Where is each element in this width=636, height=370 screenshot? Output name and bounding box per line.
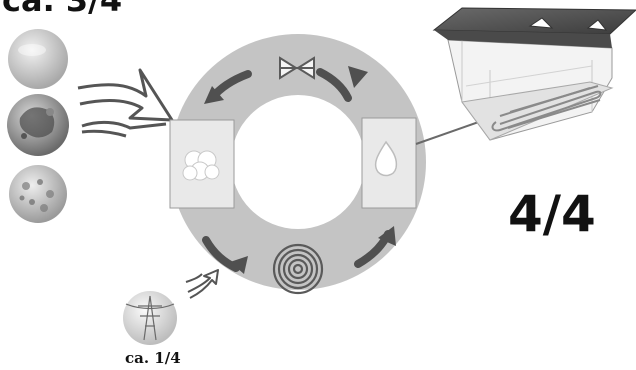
power-pylon-sphere-icon	[123, 291, 177, 345]
fraction-label-power: ca. 1/4	[125, 349, 181, 367]
house-underfloor-heating-icon	[432, 7, 636, 141]
fraction-label-sources: ca. 3/4	[2, 0, 122, 19]
flow-arrow-heads	[204, 66, 396, 274]
ground-soil-sphere-icon	[7, 94, 69, 156]
condenser-drop-icon	[374, 140, 398, 177]
evaporator-panel	[169, 119, 235, 209]
fraction-label-heat-output: 4/4	[508, 185, 596, 243]
compressor-spiral-icon	[272, 243, 324, 295]
flow-arrow-top-right	[316, 68, 352, 102]
groundwater-sphere-icon	[9, 165, 67, 223]
expansion-valve-icon	[279, 56, 315, 80]
evaporator-icon	[182, 150, 220, 181]
power-input-arrow	[185, 269, 219, 299]
source-arrows	[77, 68, 174, 138]
refrigerant-cycle-ring	[170, 34, 426, 290]
flow-arrow-bottom-left	[202, 236, 240, 272]
ambient-air-sphere-icon	[8, 29, 68, 89]
condenser-panel	[361, 117, 417, 209]
